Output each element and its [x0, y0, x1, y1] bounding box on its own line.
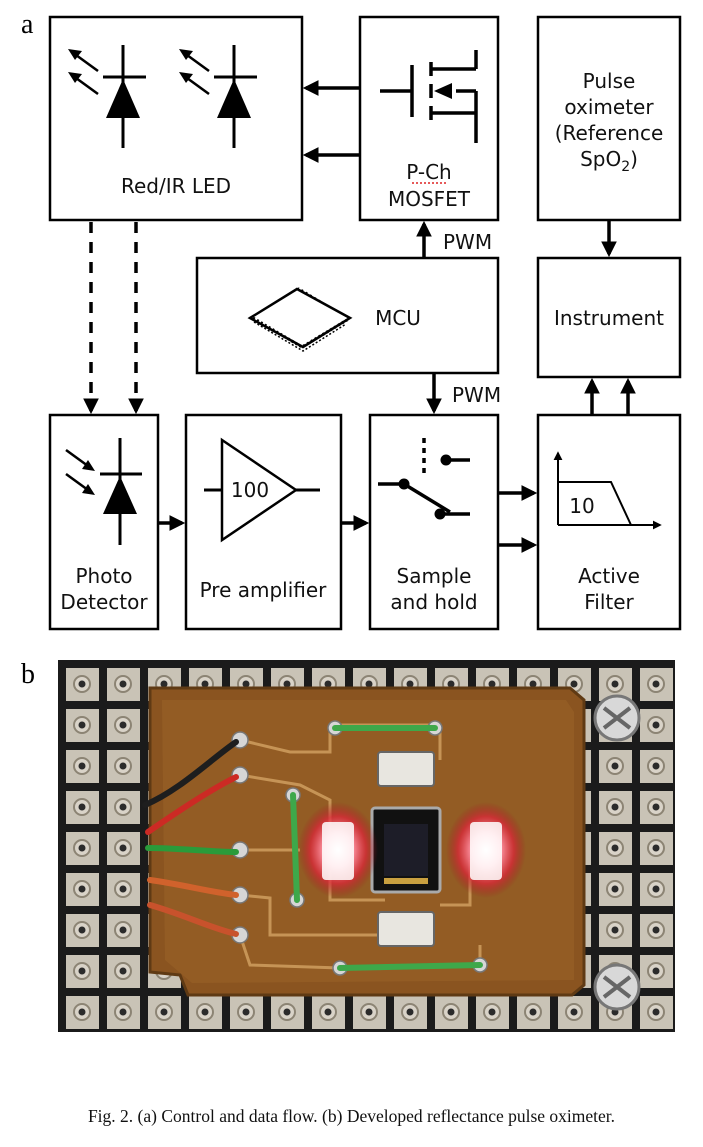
- smd-resistor-top: [377, 751, 435, 787]
- mounting-screw-top: [593, 694, 641, 742]
- preamplifier-label: Pre amplifier: [200, 578, 328, 602]
- mosfet-label-line2: MOSFET: [388, 187, 471, 211]
- spo-close: ): [630, 147, 638, 171]
- figure-caption: Fig. 2. (a) Control and data flow. (b) D…: [87, 1106, 616, 1126]
- photodetector-label-line1: Photo: [75, 564, 132, 588]
- oximeter-label-line2: oximeter: [564, 95, 654, 119]
- panel-b-label: b: [21, 659, 35, 690]
- filter-label-line2: Filter: [584, 590, 634, 614]
- mosfet-label-line1: P-Ch: [406, 160, 451, 184]
- mcu-block: MCU: [195, 256, 500, 375]
- led-block: Red/IR LED: [48, 15, 304, 222]
- pwm-label-top: PWM: [443, 230, 492, 254]
- active-filter-block: 10 Active Filter: [536, 413, 682, 631]
- reference-oximeter-block: Pulse oximeter (Reference SpO2): [536, 15, 682, 222]
- connections: [83, 80, 636, 553]
- amplifier-icon: [204, 437, 320, 543]
- sample-hold-label-line2: and hold: [390, 590, 477, 614]
- pwm-label-bottom: PWM: [452, 383, 501, 407]
- device-photo: [58, 660, 675, 1032]
- spo-text: SpO: [580, 147, 621, 171]
- led-diode-icon-2: [179, 45, 257, 148]
- sample-hold-label-line1: Sample: [397, 564, 472, 588]
- filter-label-line1: Active: [578, 564, 640, 588]
- spo-subscript: 2: [621, 159, 630, 175]
- lead-wires: [142, 725, 483, 971]
- mosfet-arrow-icon: [434, 83, 452, 99]
- photodetector-block: Photo Detector: [48, 413, 160, 631]
- preamp-gain-label: 100: [231, 478, 269, 502]
- photodetector-label-line2: Detector: [60, 590, 148, 614]
- mosfet-block: P-Ch MOSFET: [358, 15, 500, 222]
- led-diode-icon-1: [68, 45, 146, 148]
- smd-resistor-bottom: [377, 911, 435, 947]
- panel-a-label: a: [21, 9, 34, 40]
- switch-icon: [378, 438, 470, 520]
- oximeter-label-line4: SpO2): [580, 147, 638, 175]
- sample-hold-block: Sample and hold: [368, 413, 500, 631]
- oximeter-label-line1: Pulse: [583, 69, 636, 93]
- photodiode-icon: [65, 438, 142, 545]
- filter-gain-label: 10: [569, 494, 594, 518]
- instrument-label: Instrument: [554, 306, 664, 330]
- mosfet-icon: [380, 50, 478, 143]
- mounting-screw-bottom: [593, 963, 641, 1011]
- lowpass-response-icon: [553, 451, 662, 530]
- instrument-block: Instrument: [536, 256, 682, 379]
- led-label: Red/IR LED: [121, 174, 231, 198]
- mcu-label: MCU: [375, 306, 421, 330]
- oximeter-label-line3: (Reference: [555, 121, 664, 145]
- preamplifier-block: 100 Pre amplifier: [184, 413, 343, 631]
- chip-icon: [247, 287, 353, 352]
